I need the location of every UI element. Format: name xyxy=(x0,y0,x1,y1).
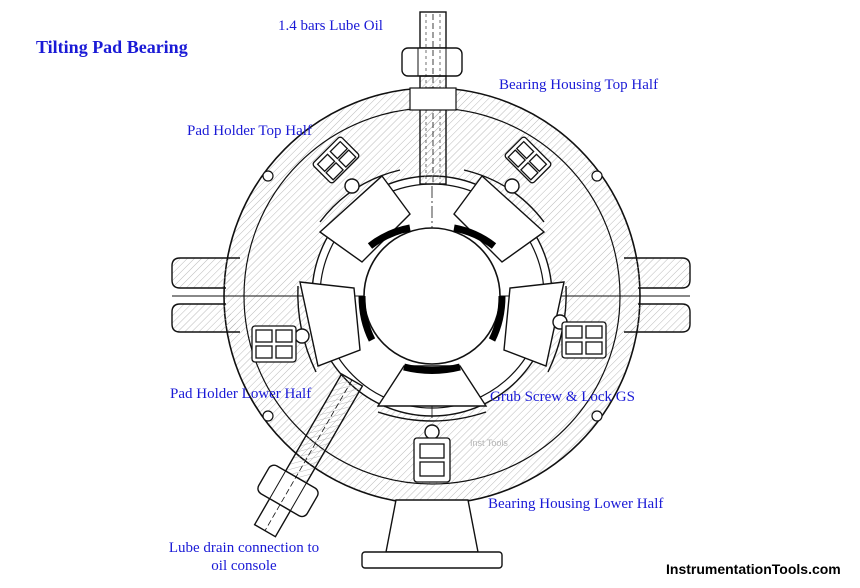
pivot-ball xyxy=(344,178,360,194)
pivot-ball xyxy=(294,328,310,344)
brand-url: InstrumentationTools.com xyxy=(666,561,841,577)
bolt-hole xyxy=(262,410,274,422)
diagram-title: Tilting Pad Bearing xyxy=(36,37,188,57)
side-lug-left xyxy=(171,257,240,333)
label-drain-line1: Lube drain connection to xyxy=(168,540,320,556)
tilting-pad xyxy=(299,281,361,367)
grub-screw-left xyxy=(251,325,297,363)
babbitt-face xyxy=(403,363,461,374)
grub-screw-bottom xyxy=(413,437,451,483)
tilting-pad xyxy=(318,174,411,263)
babbitt-face xyxy=(453,224,497,249)
bolt-hole xyxy=(591,410,603,422)
label-housing-top: Bearing Housing Top Half xyxy=(499,77,659,93)
grub-screw-assemblies xyxy=(251,136,607,483)
label-housing-lower: Bearing Housing Lower Half xyxy=(488,496,664,512)
grub-screw-top-left xyxy=(312,136,360,184)
label-grub-screw: Grub Screw & Lock GS xyxy=(490,389,635,405)
babbitt-face xyxy=(367,224,411,249)
watermark: Inst Tools xyxy=(470,438,508,448)
bolt-hole xyxy=(262,170,274,182)
pivot-ball xyxy=(424,424,440,440)
pivots xyxy=(294,178,568,440)
lube-drain-pipe xyxy=(253,373,364,538)
tilting-pad xyxy=(376,365,488,407)
pivot-ball xyxy=(504,178,520,194)
label-drain-line2: oil console xyxy=(211,558,277,574)
shaft-journal xyxy=(363,227,501,365)
babbitt-face xyxy=(358,295,376,342)
pedestal-base xyxy=(361,499,503,569)
babbitt-faces xyxy=(358,224,506,374)
label-pad-holder-top: Pad Holder Top Half xyxy=(187,123,312,139)
label-pad-holder-lower: Pad Holder Lower Half xyxy=(170,386,312,402)
grub-screw-right xyxy=(561,321,607,359)
babbitt-face xyxy=(488,295,506,342)
tilting-pads xyxy=(299,174,565,407)
lube-oil-inlet-pipe xyxy=(401,11,463,185)
side-lug-right xyxy=(624,257,691,333)
tilting-pad xyxy=(453,174,546,263)
label-lube-oil: 1.4 bars Lube Oil xyxy=(278,18,383,34)
bolt-hole xyxy=(591,170,603,182)
grub-screw-top-right xyxy=(504,136,552,184)
tilting-pad xyxy=(503,281,565,367)
